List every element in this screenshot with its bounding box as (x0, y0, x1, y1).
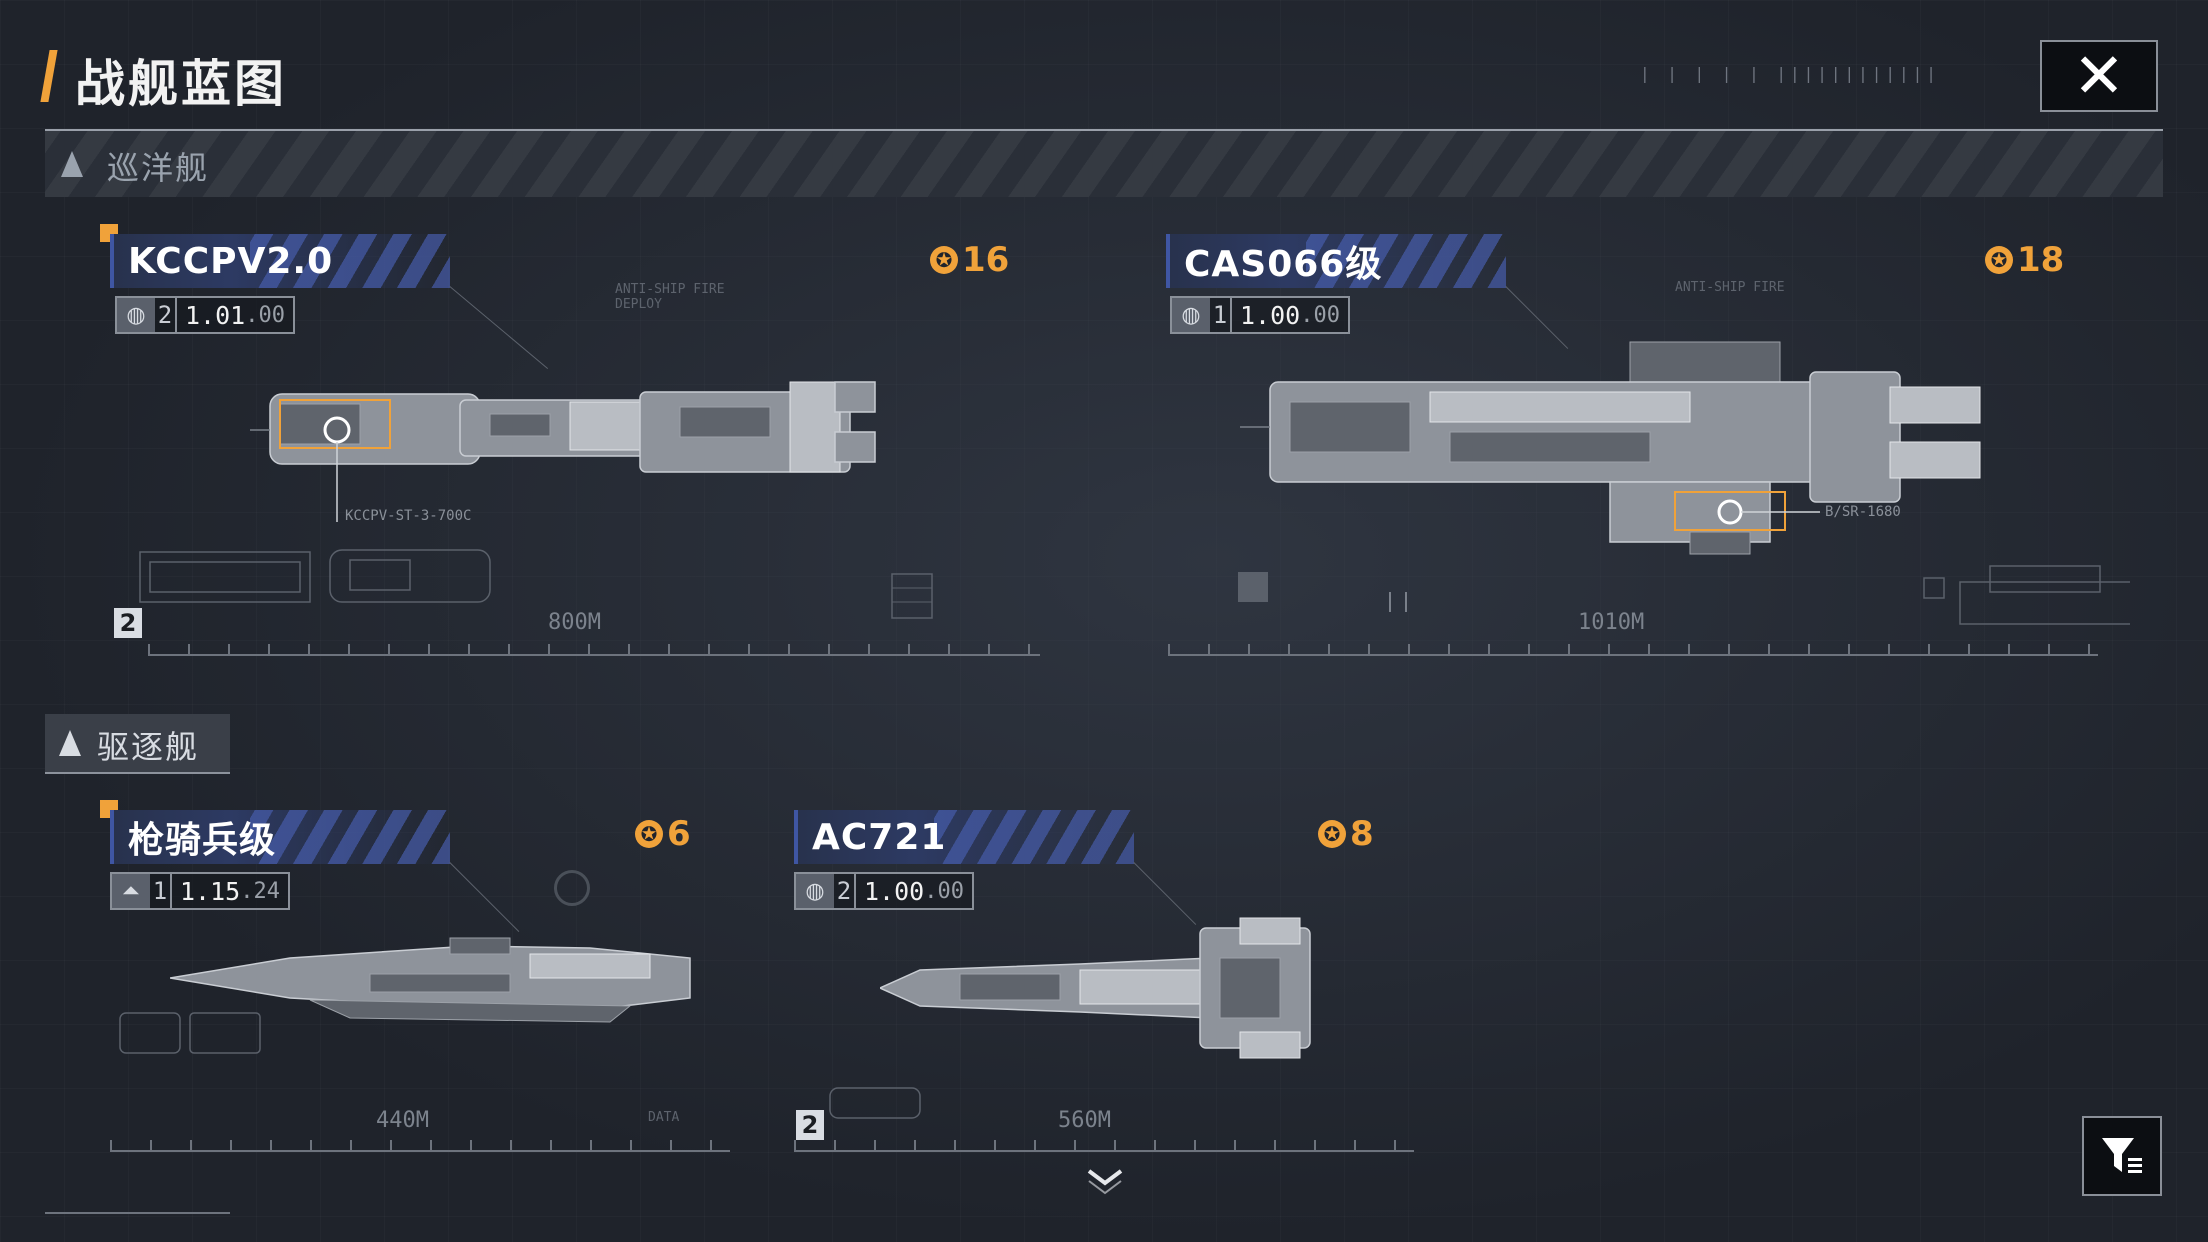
tier-badge: 2 (114, 608, 142, 638)
stat-version: 1.00 (864, 876, 925, 906)
deco-data-text: DATA (648, 1110, 680, 1125)
category-label: 驱逐舰 (97, 729, 200, 765)
stat-version-suffix: .24 (240, 878, 280, 904)
cost-value: 6 (667, 814, 691, 854)
stat-version: 1.15 (180, 876, 241, 906)
schematic-outline (829, 1087, 921, 1119)
globe-icon: ◍ (1172, 298, 1210, 332)
ship-cost: ✪ 18 (1985, 240, 2064, 280)
ship-cost: ✪ 6 (635, 814, 691, 854)
ship-stat-row: ◍ 2 1.01.00 (115, 296, 295, 334)
cost-value: 16 (962, 240, 1010, 280)
schematic-outline (119, 1012, 261, 1054)
stat-tier: 1 (1210, 298, 1232, 332)
stat-tier: 2 (155, 298, 177, 332)
ship-name-plate: AC721 (794, 810, 1134, 864)
ship-stat-row: ◍ 2 1.00.00 (794, 872, 974, 910)
deco-spec-text: ANTI-SHIP FIRE (1675, 280, 1785, 295)
ship-name: KCCPV2.0 (128, 240, 334, 282)
schematic-outline (1238, 565, 2130, 625)
command-point-icon: ✪ (635, 820, 663, 848)
tier-badge: 2 (796, 1110, 824, 1140)
length-ruler (1168, 644, 2098, 656)
title-accent-bar (40, 50, 58, 102)
command-point-icon: ✪ (1985, 246, 2013, 274)
page-title: 战舰蓝图 (75, 56, 287, 112)
length-label: 1010M (1578, 610, 1645, 635)
deco-ring (554, 870, 590, 906)
stat-version-suffix: .00 (924, 878, 964, 904)
ship-model-cas066[interactable] (1230, 332, 2030, 582)
ship-card-cas066[interactable]: CAS066级 ✪ 18 ◍ 1 1.00.00 ANTI-SHIP FIRE … (1160, 222, 2130, 662)
ship-name: CAS066级 (1184, 244, 1383, 285)
length-label: 560M (1058, 1108, 1111, 1133)
warning-triangle-icon (61, 151, 83, 177)
scroll-indicator (45, 1212, 230, 1214)
category-header-destroyer[interactable]: 驱逐舰 (45, 714, 230, 774)
length-ruler (794, 1140, 1414, 1152)
globe-icon: ◍ (117, 298, 155, 332)
filter-icon (2102, 1138, 2142, 1173)
warning-triangle-icon (59, 730, 81, 756)
ship-name-plate: 枪骑兵级 (110, 810, 450, 864)
ship-card-ac721[interactable]: AC721 ✪ 8 ◍ 2 1.00.00 2 560M (790, 798, 1430, 1168)
part-label: B/SR-1680 (1825, 504, 1901, 520)
ship-model-lancer[interactable] (170, 918, 730, 1038)
command-point-icon: ✪ (930, 246, 958, 274)
leader-line (449, 286, 549, 370)
ship-card-lancer[interactable]: 枪骑兵级 ✪ 6 ⏶ 1 1.15.24 DATA 440M (100, 798, 740, 1168)
ship-name-plate: KCCPV2.0 (110, 234, 450, 288)
header-divider (45, 129, 2163, 131)
rocket-icon: ⏶ (112, 874, 150, 908)
length-label: 800M (548, 610, 601, 635)
ship-name-plate: CAS066级 (1166, 234, 1506, 288)
close-button[interactable]: ✕ (2040, 40, 2158, 112)
stat-tier: 2 (834, 874, 856, 908)
ship-stat-row: ⏶ 1 1.15.24 (110, 872, 290, 910)
globe-icon: ◍ (796, 874, 834, 908)
stat-version-suffix: .00 (1300, 302, 1340, 328)
length-label: 440M (376, 1108, 429, 1133)
part-label: KCCPV-ST-3-700C (345, 508, 472, 524)
ship-cost: ✪ 16 (930, 240, 1009, 280)
ship-model-kccpv[interactable] (210, 362, 1040, 562)
cost-value: 18 (2017, 240, 2065, 280)
ship-stat-row: ◍ 1 1.00.00 (1170, 296, 1350, 334)
ship-cost: ✪ 8 (1318, 814, 1374, 854)
length-ruler (148, 644, 1040, 656)
ship-model-ac721[interactable] (880, 908, 1360, 1068)
command-point-icon: ✪ (1318, 820, 1346, 848)
cost-value: 8 (1350, 814, 1374, 854)
filter-button[interactable] (2082, 1116, 2162, 1196)
stat-version-suffix: .00 (245, 302, 285, 328)
ship-name: 枪骑兵级 (128, 820, 277, 861)
stat-version: 1.01 (185, 300, 246, 330)
stat-tier: 1 (150, 874, 172, 908)
length-ruler (110, 1140, 730, 1152)
scroll-down-chevron-icon[interactable] (1085, 1165, 1125, 1195)
schematic-outline (139, 549, 491, 603)
category-label: 巡洋舰 (107, 150, 210, 186)
close-icon: ✕ (2073, 39, 2125, 112)
decorative-ticks: | | | | | |||||||||||| (1640, 64, 1940, 83)
ship-name: AC721 (812, 816, 947, 858)
category-header-cruiser[interactable]: 巡洋舰 (45, 131, 2163, 197)
stat-version: 1.00 (1240, 300, 1301, 330)
deco-grid-box (891, 573, 933, 619)
ship-card-kccpv[interactable]: KCCPV2.0 ✪ 16 ◍ 2 1.01.00 ANTI-SHIP FIRE… (100, 222, 1050, 662)
